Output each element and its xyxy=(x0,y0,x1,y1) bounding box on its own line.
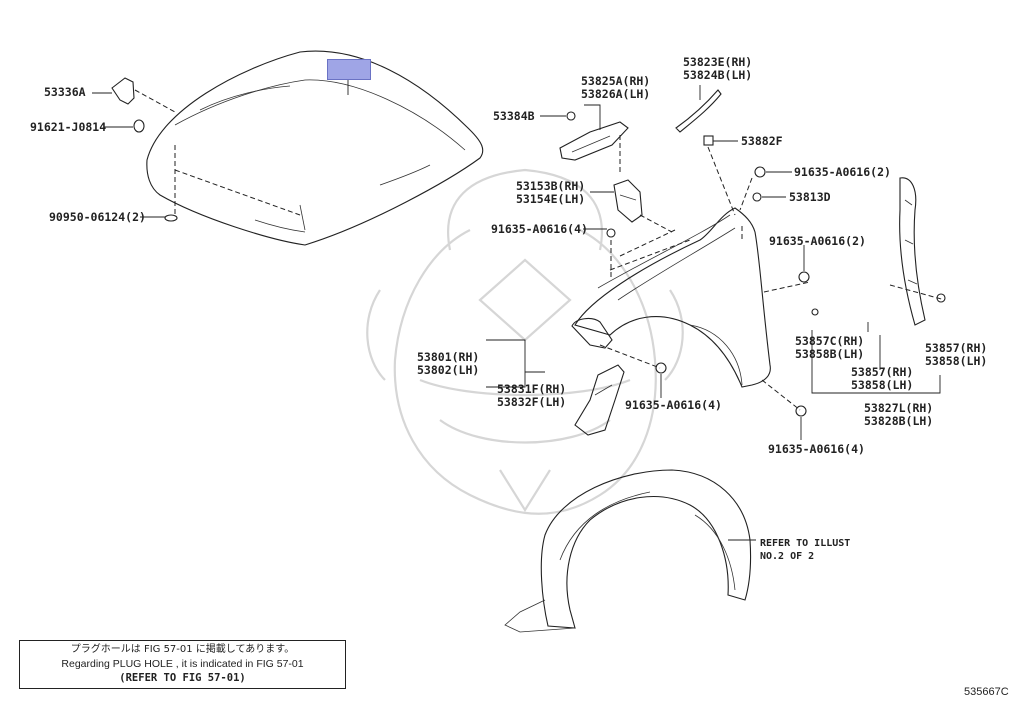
label-53336A: 53336A xyxy=(44,85,86,99)
watermark-logo xyxy=(366,168,684,515)
label-53824B: 53824B(LH) xyxy=(683,68,752,82)
seal-53857 xyxy=(811,177,946,394)
label-53823E: 53823E(RH) xyxy=(683,55,752,69)
label-53858B: 53858B(LH) xyxy=(795,347,864,361)
label-53801: 53801(RH) xyxy=(417,350,479,364)
part-label-list: 53336A 91621-J0814 90950-06124(2) 53384B… xyxy=(30,55,987,456)
label-53813D: 53813D xyxy=(789,190,831,204)
refer-illustration-note: REFER TO ILLUST NO.2 OF 2 xyxy=(760,538,851,562)
bolt-91635-bottom-right xyxy=(795,405,807,440)
label-91635-left: 91635-A0616(4) xyxy=(491,222,588,236)
label-53153B: 53153B(RH) xyxy=(516,179,585,193)
label-53857C: 53857C(RH) xyxy=(795,334,864,348)
label-91635-bottom-right: 91635-A0616(4) xyxy=(768,442,865,456)
front-fender-53801 xyxy=(571,207,811,411)
fender-bracket-53825A xyxy=(540,104,629,175)
label-53827L: 53827L(RH) xyxy=(864,401,933,415)
bolt-91635-right xyxy=(798,245,810,283)
hood-highlight-marker[interactable] xyxy=(327,59,371,80)
label-90950-06124: 90950-06124(2) xyxy=(49,210,146,224)
label-91635-bottom-left: 91635-A0616(4) xyxy=(625,398,722,412)
label-53384B: 53384B xyxy=(493,109,535,123)
label-53826A: 53826A(LH) xyxy=(581,87,650,101)
bolt-91635-bottom-left xyxy=(655,362,667,398)
note-line-japanese: プラグホールは FIG 57-01 に掲載してあります。 xyxy=(70,644,295,655)
label-53802: 53802(LH) xyxy=(417,363,479,377)
note-line-english: Regarding PLUG HOLE , it is indicated in… xyxy=(61,658,304,670)
bolt-91635-top xyxy=(739,166,792,211)
plug-hole-note-box: プラグホールは FIG 57-01 に掲載してあります。 Regarding P… xyxy=(19,640,346,689)
label-53882F: 53882F xyxy=(741,134,783,148)
note-line-reference: (REFER TO FIG 57-01) xyxy=(119,672,246,684)
label-53831F: 53831F(RH) xyxy=(497,382,566,396)
bracket-53153B xyxy=(583,179,673,280)
hood-panel xyxy=(134,50,484,246)
label-91635-right: 91635-A0616(2) xyxy=(769,234,866,248)
label-91635-top: 91635-A0616(2) xyxy=(794,165,891,179)
hood-hinge-53336A xyxy=(92,77,178,222)
label-53858-mid: 53858(LH) xyxy=(851,378,913,392)
label-53828B: 53828B(LH) xyxy=(864,414,933,428)
label-53154E: 53154E(LH) xyxy=(516,192,585,206)
label-53832F: 53832F(LH) xyxy=(497,395,566,409)
fender-bracket-53831F xyxy=(486,339,625,436)
label-53858-far: 53858(LH) xyxy=(925,354,987,368)
clip-53882F xyxy=(703,135,738,216)
seal-53823E xyxy=(675,85,722,133)
label-53857-mid: 53857(RH) xyxy=(851,365,913,379)
fender-liner xyxy=(504,469,756,633)
figure-code: 535667C xyxy=(964,686,1009,698)
label-53825A: 53825A(RH) xyxy=(581,74,650,88)
label-53857-far: 53857(RH) xyxy=(925,341,987,355)
label-91621-J0814: 91621-J0814 xyxy=(30,120,106,134)
